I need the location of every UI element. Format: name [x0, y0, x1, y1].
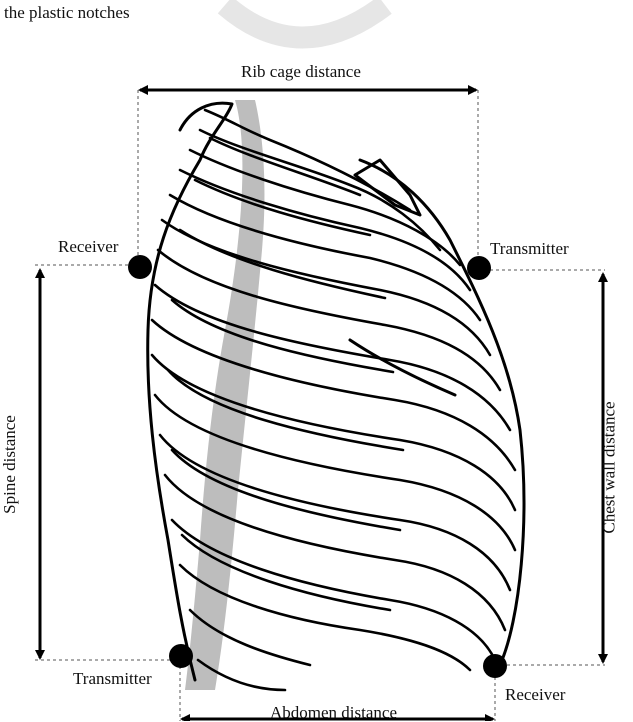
transmitter-label-bottom-left: Transmitter [73, 670, 152, 687]
rib-cage-distance-label: Rib cage distance [241, 63, 361, 80]
watermark-arc [225, 5, 385, 38]
spine-distance-label: Spine distance [1, 415, 18, 514]
transmitter-dot-top-right [467, 256, 491, 280]
transmitter-dot-bottom-left [169, 644, 193, 668]
receiver-dot-top-left [128, 255, 152, 279]
receiver-dot-bottom-right [483, 654, 507, 678]
receiver-label-top-left: Receiver [58, 238, 118, 255]
abdomen-distance-label: Abdomen distance [270, 704, 397, 721]
guide-lines [35, 90, 605, 721]
receiver-label-bottom-right: Receiver [505, 686, 565, 703]
transmitter-label-top-right: Transmitter [490, 240, 569, 257]
chest-wall-distance-label: Chest wall distance [601, 401, 618, 533]
